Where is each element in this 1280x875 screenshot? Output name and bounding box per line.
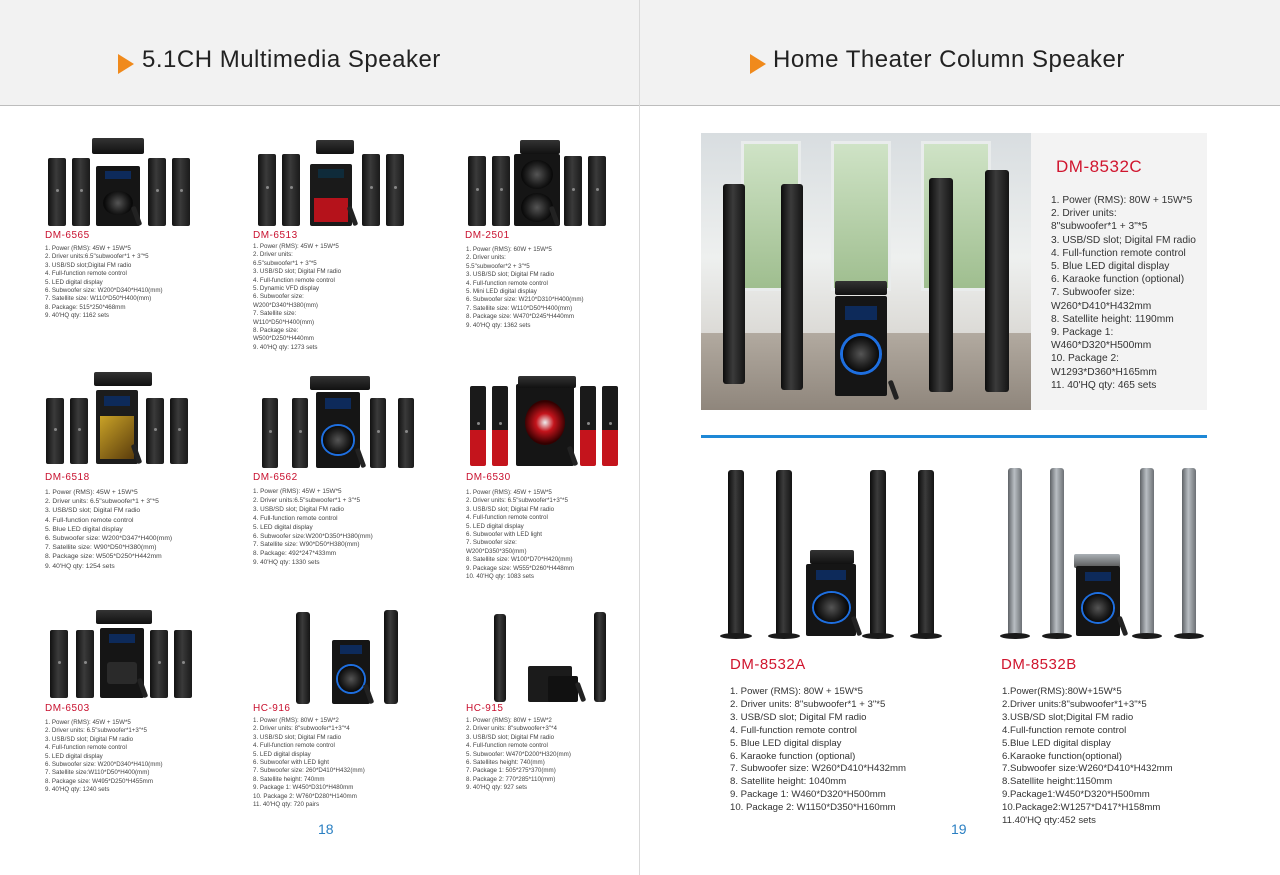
- product-specs: 1.Power(RMS):80W+15W*5 2.Driver units:8"…: [1002, 686, 1173, 827]
- product-model: DM-8532A: [730, 656, 806, 673]
- product-specs: 1. Power (RMS): 45W + 15W*5 2. Driver un…: [466, 489, 574, 581]
- right-page-title: Home Theater Column Speaker: [773, 46, 1125, 73]
- product-model: DM-6518: [45, 472, 90, 483]
- product-specs: 1. Power (RMS): 45W + 15W*5 2. Driver un…: [45, 245, 163, 320]
- page-number-left: 18: [318, 821, 334, 837]
- product-specs: 1. Power (RMS): 45W + 15W*5 2. Driver un…: [45, 489, 173, 570]
- arrow-right-icon: [118, 54, 134, 74]
- product-model: DM-6530: [466, 472, 511, 483]
- product-model: DM-2501: [465, 230, 510, 241]
- right-header: Home Theater Column Speaker: [640, 0, 1280, 106]
- product-model: DM-6503: [45, 703, 90, 714]
- product-model: DM-8532B: [1001, 656, 1077, 673]
- product-specs: 1. Power (RMS): 45W + 15W*5 2. Driver un…: [45, 719, 163, 794]
- product-photo-dm-8532a: [720, 466, 945, 639]
- product-model: DM-6562: [253, 472, 298, 483]
- product-photo-dm-6503: [50, 610, 195, 699]
- hero-specs: 1. Power (RMS): 80W + 15W*5 2. Driver un…: [1051, 195, 1196, 391]
- product-photo-dm-6565: [48, 138, 198, 227]
- product-specs: 1. Power (RMS): 80W + 15W*2 2. Driver un…: [466, 717, 571, 792]
- product-model: DM-6565: [45, 230, 90, 241]
- left-page-title: 5.1CH Multimedia Speaker: [142, 46, 441, 73]
- product-model: HC-915: [466, 703, 504, 714]
- product-photo-hc-916: [296, 608, 406, 705]
- product-photo-dm-6513: [258, 140, 408, 227]
- arrow-right-icon: [750, 54, 766, 74]
- product-model: DM-6513: [253, 230, 298, 241]
- product-photo-dm-6562: [262, 376, 417, 469]
- page-number-right: 19: [951, 821, 967, 837]
- product-photo-dm-2501: [468, 140, 608, 227]
- room-photo: [701, 133, 1031, 410]
- product-photo-hc-915: [494, 610, 614, 703]
- product-specs: 1. Power (RMS): 60W + 15W*5 2. Driver un…: [466, 246, 584, 329]
- product-specs: 1. Power (RMS): 80W + 15W*5 2. Driver un…: [730, 686, 906, 814]
- page-left: 5.1CH Multimedia Speaker DM-6565 1. Powe…: [0, 0, 640, 837]
- section-divider: [701, 435, 1207, 438]
- product-specs: 1. Power (RMS): 45W + 15W*5 2. Driver un…: [253, 243, 342, 351]
- product-specs: 1. Power (RMS): 80W + 15W*2 2. Driver un…: [253, 717, 365, 809]
- product-photo-dm-8532b: [1000, 464, 1210, 639]
- product-model: HC-916: [253, 703, 291, 714]
- hero-model: DM-8532C: [1056, 157, 1143, 176]
- left-header: 5.1CH Multimedia Speaker: [0, 0, 640, 106]
- hero-product-dm-8532c: DM-8532C 1. Power (RMS): 80W + 15W*5 2. …: [701, 133, 1207, 410]
- product-photo-dm-6530: [470, 376, 630, 467]
- product-specs: 1. Power (RMS): 45W + 15W*5 2. Driver un…: [253, 488, 373, 567]
- product-photo-dm-6518: [46, 372, 191, 465]
